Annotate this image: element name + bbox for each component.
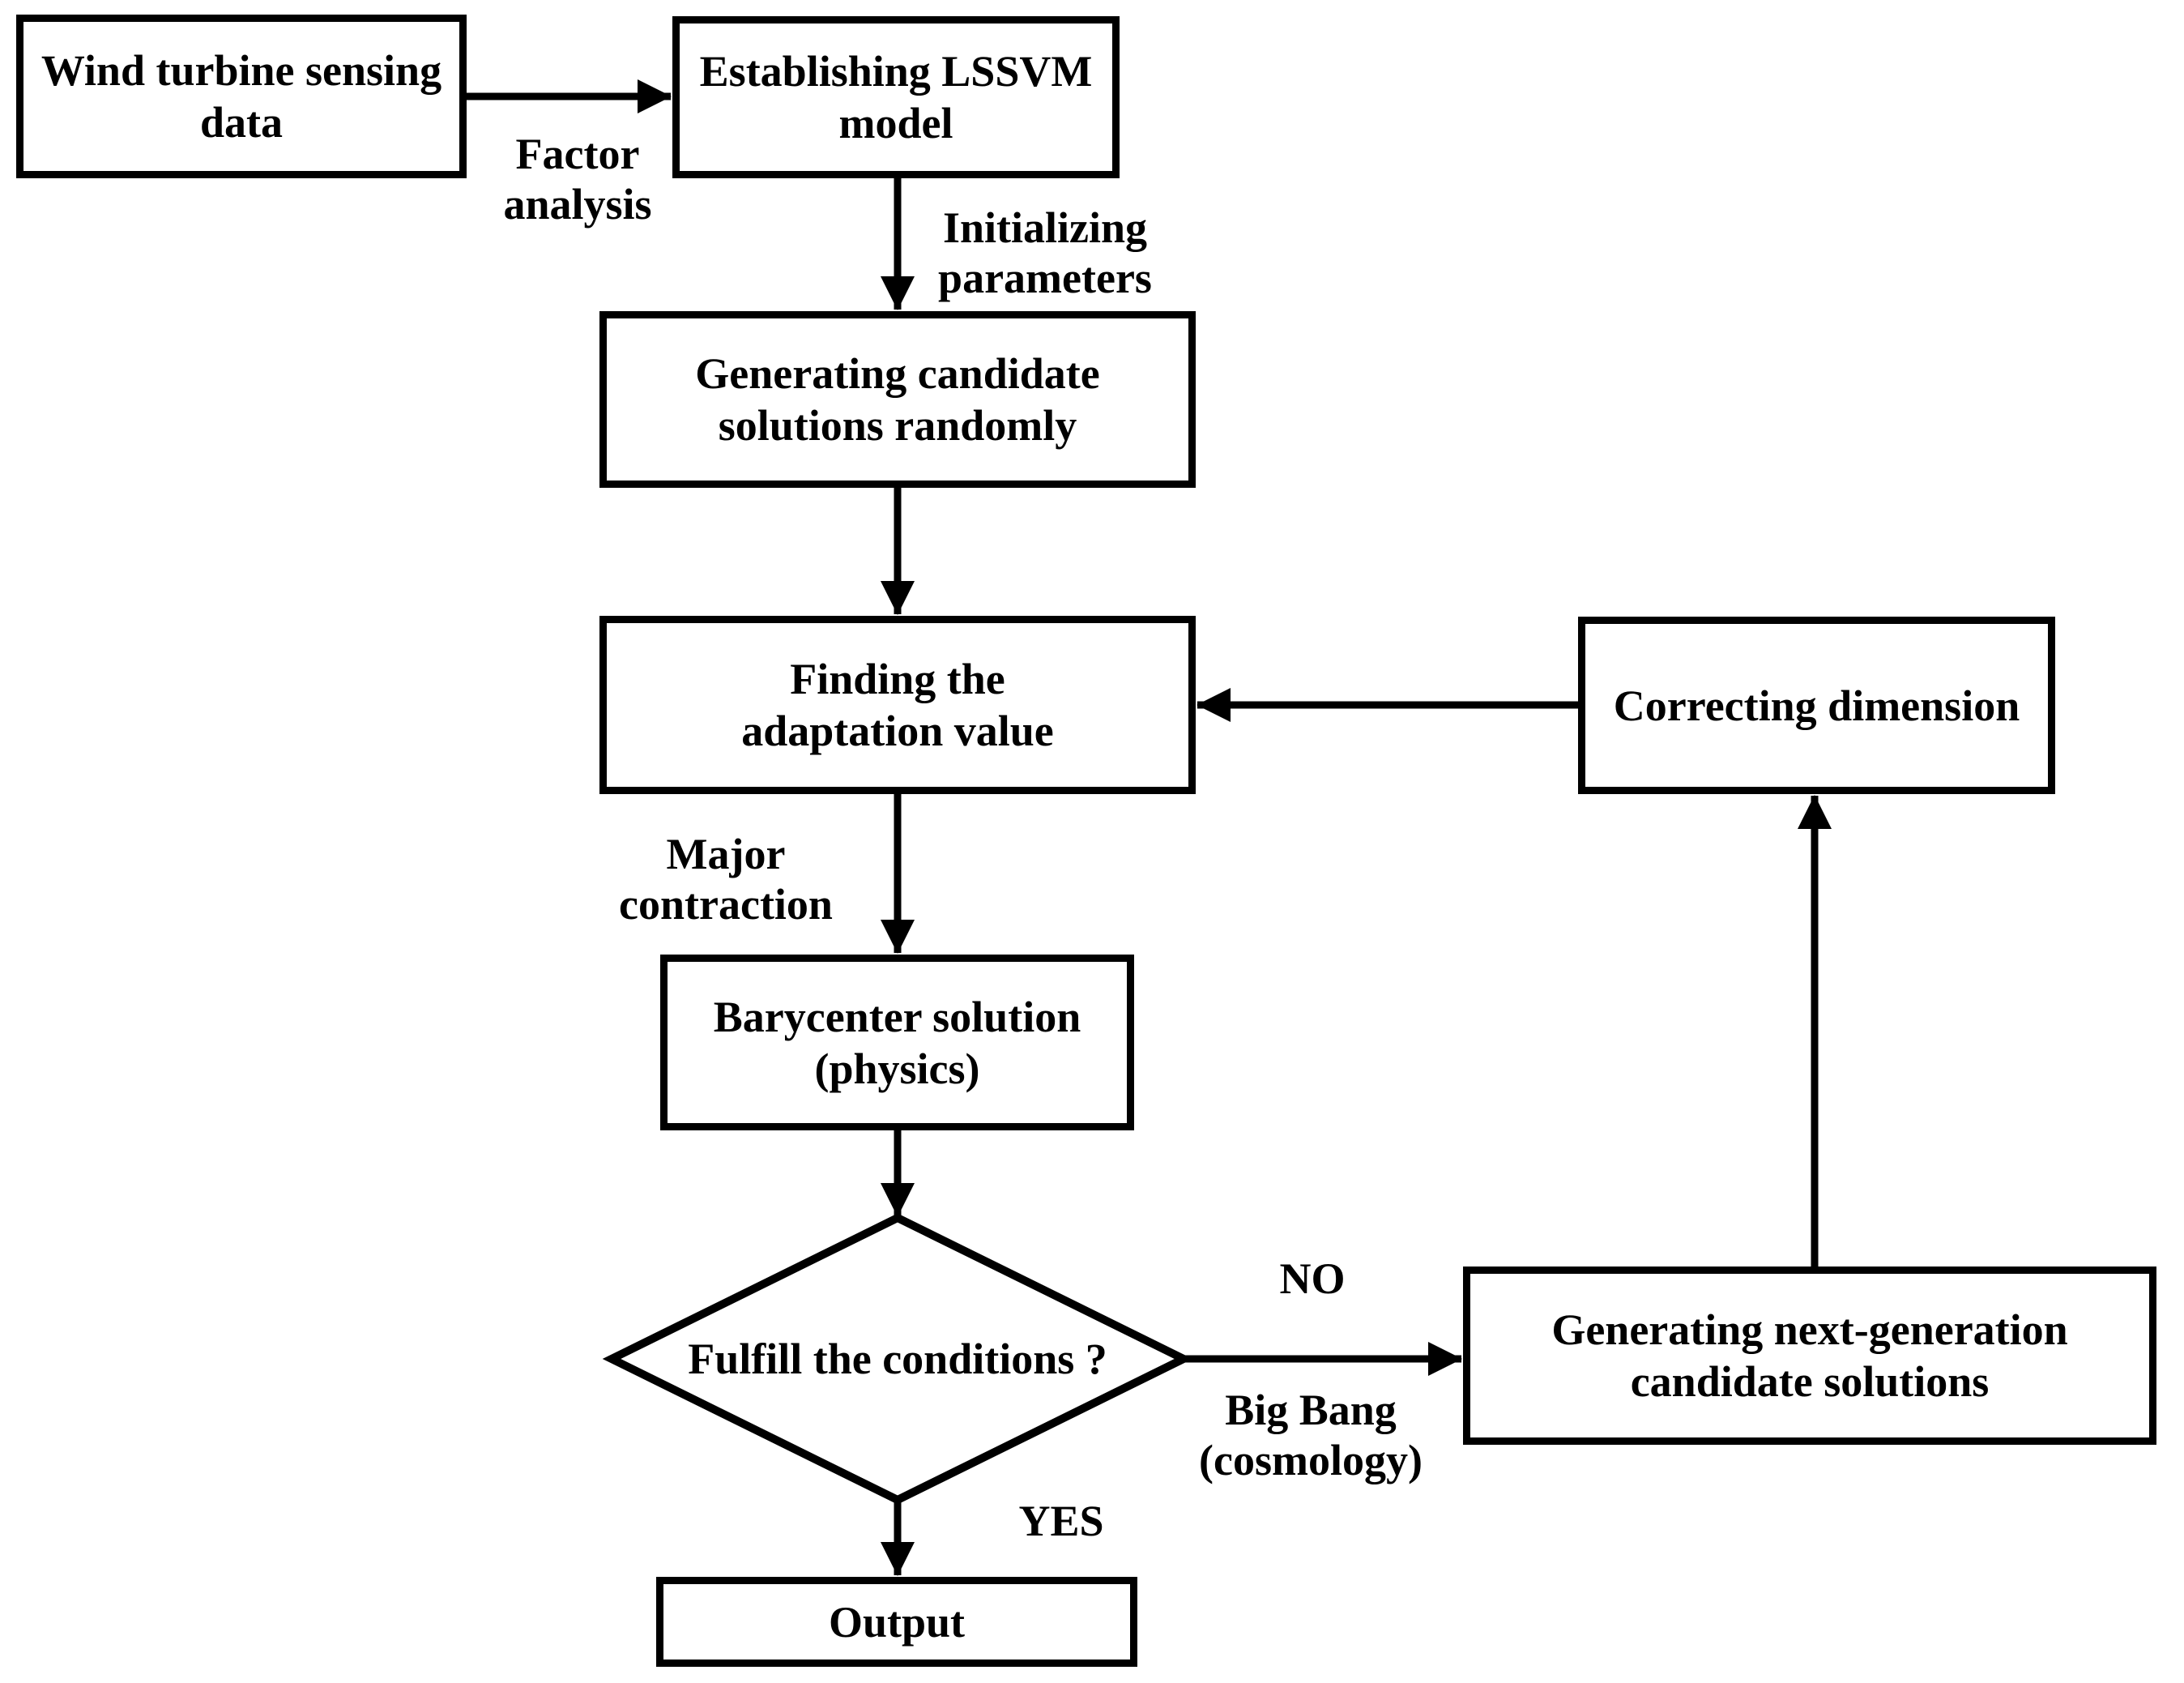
edge-label-line: analysis [503, 180, 652, 229]
edge-label-line: Factor [515, 130, 640, 178]
edge-label-line: parameters [938, 254, 1152, 302]
node-correcting-dimension: Correcting dimension [1578, 617, 2055, 794]
edge-label-line: contraction [619, 880, 833, 929]
edge-label-no: NO [1280, 1254, 1346, 1304]
node-output: Output [656, 1577, 1137, 1667]
edge-label-initializing-parameters: Initializing parameters [938, 203, 1152, 303]
edge-label-yes: YES [1018, 1496, 1103, 1546]
edge-label-line: Initializing [942, 203, 1148, 252]
node-establishing-lssvm-model: Establishing LSSVM model [672, 16, 1120, 178]
node-label-line: Generating candidate [695, 349, 1100, 398]
edge-label-line: YES [1018, 1497, 1104, 1545]
node-finding-adaptation-value: Finding the adaptation value [599, 616, 1196, 794]
node-label-line: data [199, 98, 283, 147]
node-label-line: Finding the [790, 655, 1005, 703]
node-label-line: Output [828, 1597, 966, 1647]
edge-label-line: Big Bang [1225, 1386, 1397, 1434]
node-label-line: Generating next-generation [1551, 1305, 2068, 1354]
node-label-line: Barycenter solution [713, 992, 1081, 1041]
node-label-line: candidate solutions [1630, 1357, 1990, 1406]
edge-label-big-bang: Big Bang (cosmology) [1199, 1385, 1423, 1485]
node-label-line: adaptation value [741, 707, 1054, 755]
node-fulfill-conditions-label: Fulfill the conditions ? [688, 1335, 1107, 1383]
decision-diamond-shape [602, 1213, 1193, 1505]
edge-label-line: (cosmology) [1199, 1436, 1423, 1484]
node-barycenter-solution: Barycenter solution (physics) [660, 955, 1134, 1130]
node-generating-candidate-solutions: Generating candidate solutions randomly [599, 311, 1196, 488]
node-label-line: model [838, 99, 953, 147]
node-label-line: Correcting dimension [1613, 681, 2020, 730]
node-label-line: (physics) [814, 1044, 980, 1093]
edge-label-line: Major [666, 830, 786, 878]
node-wind-turbine-sensing-data: Wind turbine sensing data [16, 15, 467, 178]
edge-label-major-contraction: Major contraction [619, 829, 833, 929]
node-label-line: Wind turbine sensing [41, 46, 442, 95]
edge-label-line: NO [1279, 1254, 1346, 1303]
node-label-line: solutions randomly [718, 401, 1077, 450]
edge-label-factor-analysis: Factor analysis [503, 129, 651, 229]
node-label-line: Establishing LSSVM [699, 47, 1093, 96]
node-generating-next-generation: Generating next-generation candidate sol… [1463, 1267, 2156, 1445]
